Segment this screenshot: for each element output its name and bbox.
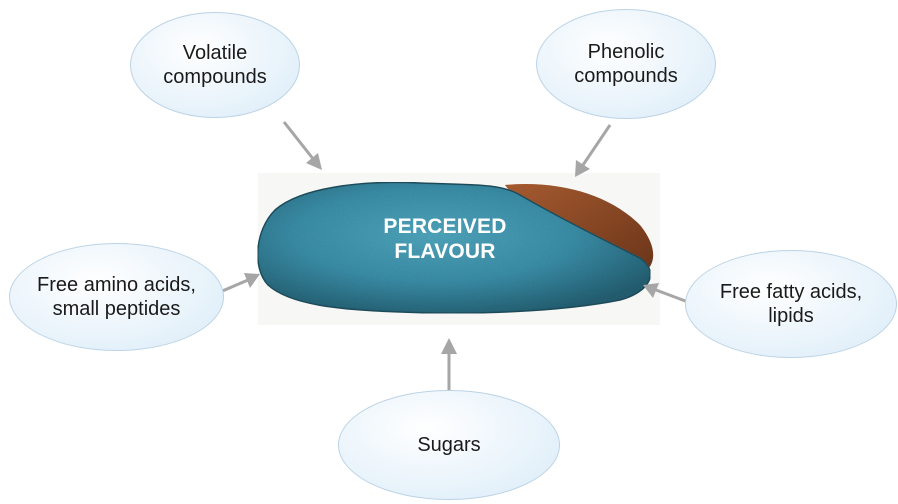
arrow-phenolic — [575, 125, 610, 177]
arrow-amino — [220, 273, 260, 292]
arrow-volatile — [284, 122, 322, 170]
node-free-amino-acids: Free amino acids, small peptides — [9, 243, 224, 351]
center-label: PERCEIVED FLAVOUR — [330, 214, 560, 264]
node-volatile-compounds: Volatile compounds — [130, 12, 300, 118]
node-fatty-label: Free fatty acids, lipids — [720, 280, 862, 328]
node-phenolic-label: Phenolic compounds — [574, 40, 677, 88]
node-sugars: Sugars — [338, 390, 560, 500]
node-volatile-label: Volatile compounds — [163, 41, 266, 89]
node-free-fatty-acids: Free fatty acids, lipids — [685, 250, 897, 358]
node-phenolic-compounds: Phenolic compounds — [536, 9, 716, 119]
arrow-sugars — [441, 338, 457, 392]
node-sugars-label: Sugars — [417, 433, 480, 457]
node-amino-label: Free amino acids, small peptides — [37, 273, 196, 321]
